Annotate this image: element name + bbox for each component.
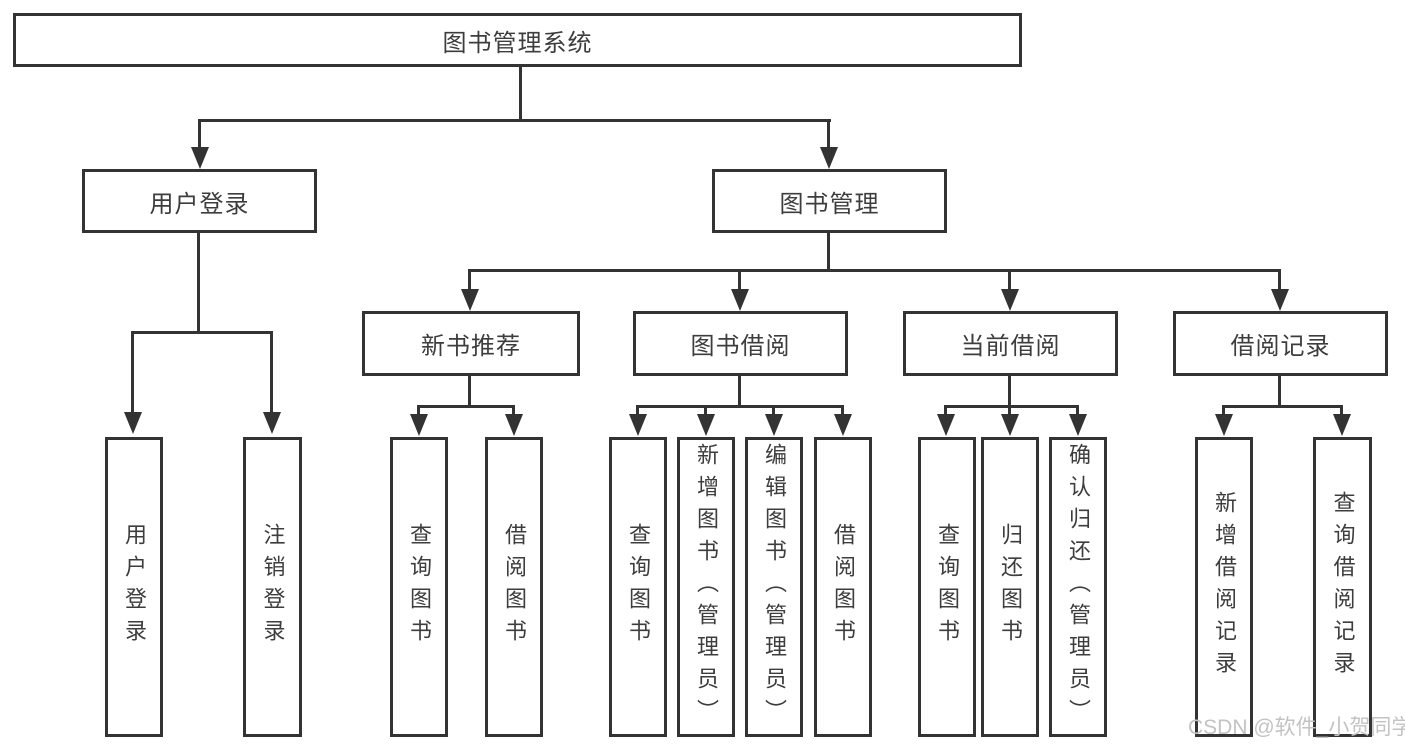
line — [636, 405, 639, 414]
line — [1008, 269, 1011, 289]
leaf-borrow-books-recommend: 借阅图书 — [485, 437, 543, 737]
leaf-logout-label: 注销登录 — [260, 523, 286, 651]
arrow-down-icon — [834, 414, 852, 436]
line — [468, 269, 471, 289]
line — [1340, 405, 1343, 414]
leaf-label: 查询图书 — [407, 523, 432, 651]
line — [738, 376, 741, 408]
leaf-label: 查询图书 — [935, 523, 960, 651]
arrow-down-icon — [731, 289, 749, 311]
line — [270, 331, 273, 412]
arrow-down-icon — [1271, 289, 1289, 311]
leaf-label: 查询借阅记录 — [1330, 491, 1356, 683]
line — [519, 66, 522, 122]
leaf-query-books-current: 查询图书 — [918, 437, 976, 737]
leaf-query-borrow-record: 查询借阅记录 — [1313, 437, 1372, 737]
line — [1008, 376, 1011, 408]
leaf-borrow-books: 借阅图书 — [814, 437, 872, 737]
leaf-label: 新增图书（管理员） — [694, 443, 719, 731]
node-book-borrowing: 图书借阅 — [633, 311, 848, 376]
line — [704, 405, 707, 414]
node-new-book-recommend-label: 新书推荐 — [421, 333, 521, 360]
arrow-down-icon — [263, 412, 281, 434]
leaf-return-books: 归还图书 — [981, 437, 1039, 737]
leaf-query-books-recommend: 查询图书 — [390, 437, 448, 737]
line — [944, 405, 947, 414]
leaf-confirm-return-admin: 确认归还（管理员） — [1049, 437, 1107, 737]
line — [944, 405, 1079, 408]
line — [198, 119, 201, 147]
leaf-label: 借阅图书 — [502, 523, 527, 651]
arrow-down-icon — [410, 414, 428, 436]
leaf-label: 借阅图书 — [831, 523, 856, 651]
leaf-label: 确认归还（管理员） — [1066, 443, 1091, 731]
line — [468, 376, 471, 408]
node-root: 图书管理系统 — [13, 13, 1022, 67]
line — [417, 405, 515, 408]
leaf-logout: 注销登录 — [243, 437, 302, 737]
line — [1076, 405, 1079, 414]
line — [738, 269, 741, 289]
line — [636, 405, 844, 408]
leaf-add-borrow-record: 新增借阅记录 — [1195, 437, 1253, 737]
node-current-borrowing: 当前借阅 — [903, 311, 1118, 376]
leaf-user-login-label: 用户登录 — [122, 523, 147, 651]
node-borrowing-records: 借阅记录 — [1173, 311, 1388, 376]
leaf-label: 归还图书 — [998, 523, 1023, 651]
line — [827, 119, 830, 147]
arrow-down-icon — [191, 147, 209, 169]
line — [772, 405, 775, 414]
node-new-book-recommend: 新书推荐 — [362, 311, 580, 376]
node-user-login: 用户登录 — [82, 169, 317, 233]
node-book-management-label: 图书管理 — [779, 190, 880, 218]
leaf-query-books-borrowing: 查询图书 — [609, 437, 667, 737]
arrow-down-icon — [1333, 414, 1351, 436]
line — [468, 269, 1281, 272]
leaf-label: 编辑图书（管理员） — [762, 443, 787, 731]
leaf-label: 新增借阅记录 — [1212, 491, 1237, 683]
leaf-add-books-admin: 新增图书（管理员） — [677, 437, 735, 737]
line — [1222, 405, 1225, 414]
node-book-management: 图书管理 — [712, 169, 947, 233]
arrow-down-icon — [820, 147, 838, 169]
line — [1222, 405, 1343, 408]
leaf-edit-books-admin: 编辑图书（管理员） — [745, 437, 803, 737]
line — [841, 405, 844, 414]
leaf-user-login: 用户登录 — [105, 437, 163, 737]
arrow-down-icon — [1001, 289, 1019, 311]
line — [512, 405, 515, 414]
arrow-down-icon — [697, 414, 715, 436]
line — [131, 331, 273, 334]
arrow-down-icon — [505, 414, 523, 436]
node-root-label: 图书管理系统 — [442, 29, 593, 57]
arrow-down-icon — [1069, 414, 1087, 436]
arrow-down-icon — [629, 414, 647, 436]
line — [197, 233, 200, 334]
line — [131, 331, 134, 412]
line — [198, 119, 831, 122]
line — [417, 405, 420, 414]
node-borrowing-records-label: 借阅记录 — [1230, 333, 1331, 360]
line — [1008, 405, 1011, 414]
node-book-borrowing-label: 图书借阅 — [690, 333, 791, 360]
node-current-borrowing-label: 当前借阅 — [960, 333, 1061, 360]
line — [827, 233, 830, 272]
watermark: CSDN @软件_小贺同学 — [1188, 716, 1405, 739]
arrow-down-icon — [124, 412, 142, 434]
line — [1278, 269, 1281, 289]
arrow-down-icon — [461, 289, 479, 311]
arrow-down-icon — [1215, 414, 1233, 436]
line — [1278, 376, 1281, 408]
leaf-label: 查询图书 — [626, 523, 651, 651]
node-user-login-label: 用户登录 — [149, 190, 250, 218]
arrow-down-icon — [937, 414, 955, 436]
arrow-down-icon — [1001, 414, 1019, 436]
arrow-down-icon — [765, 414, 783, 436]
